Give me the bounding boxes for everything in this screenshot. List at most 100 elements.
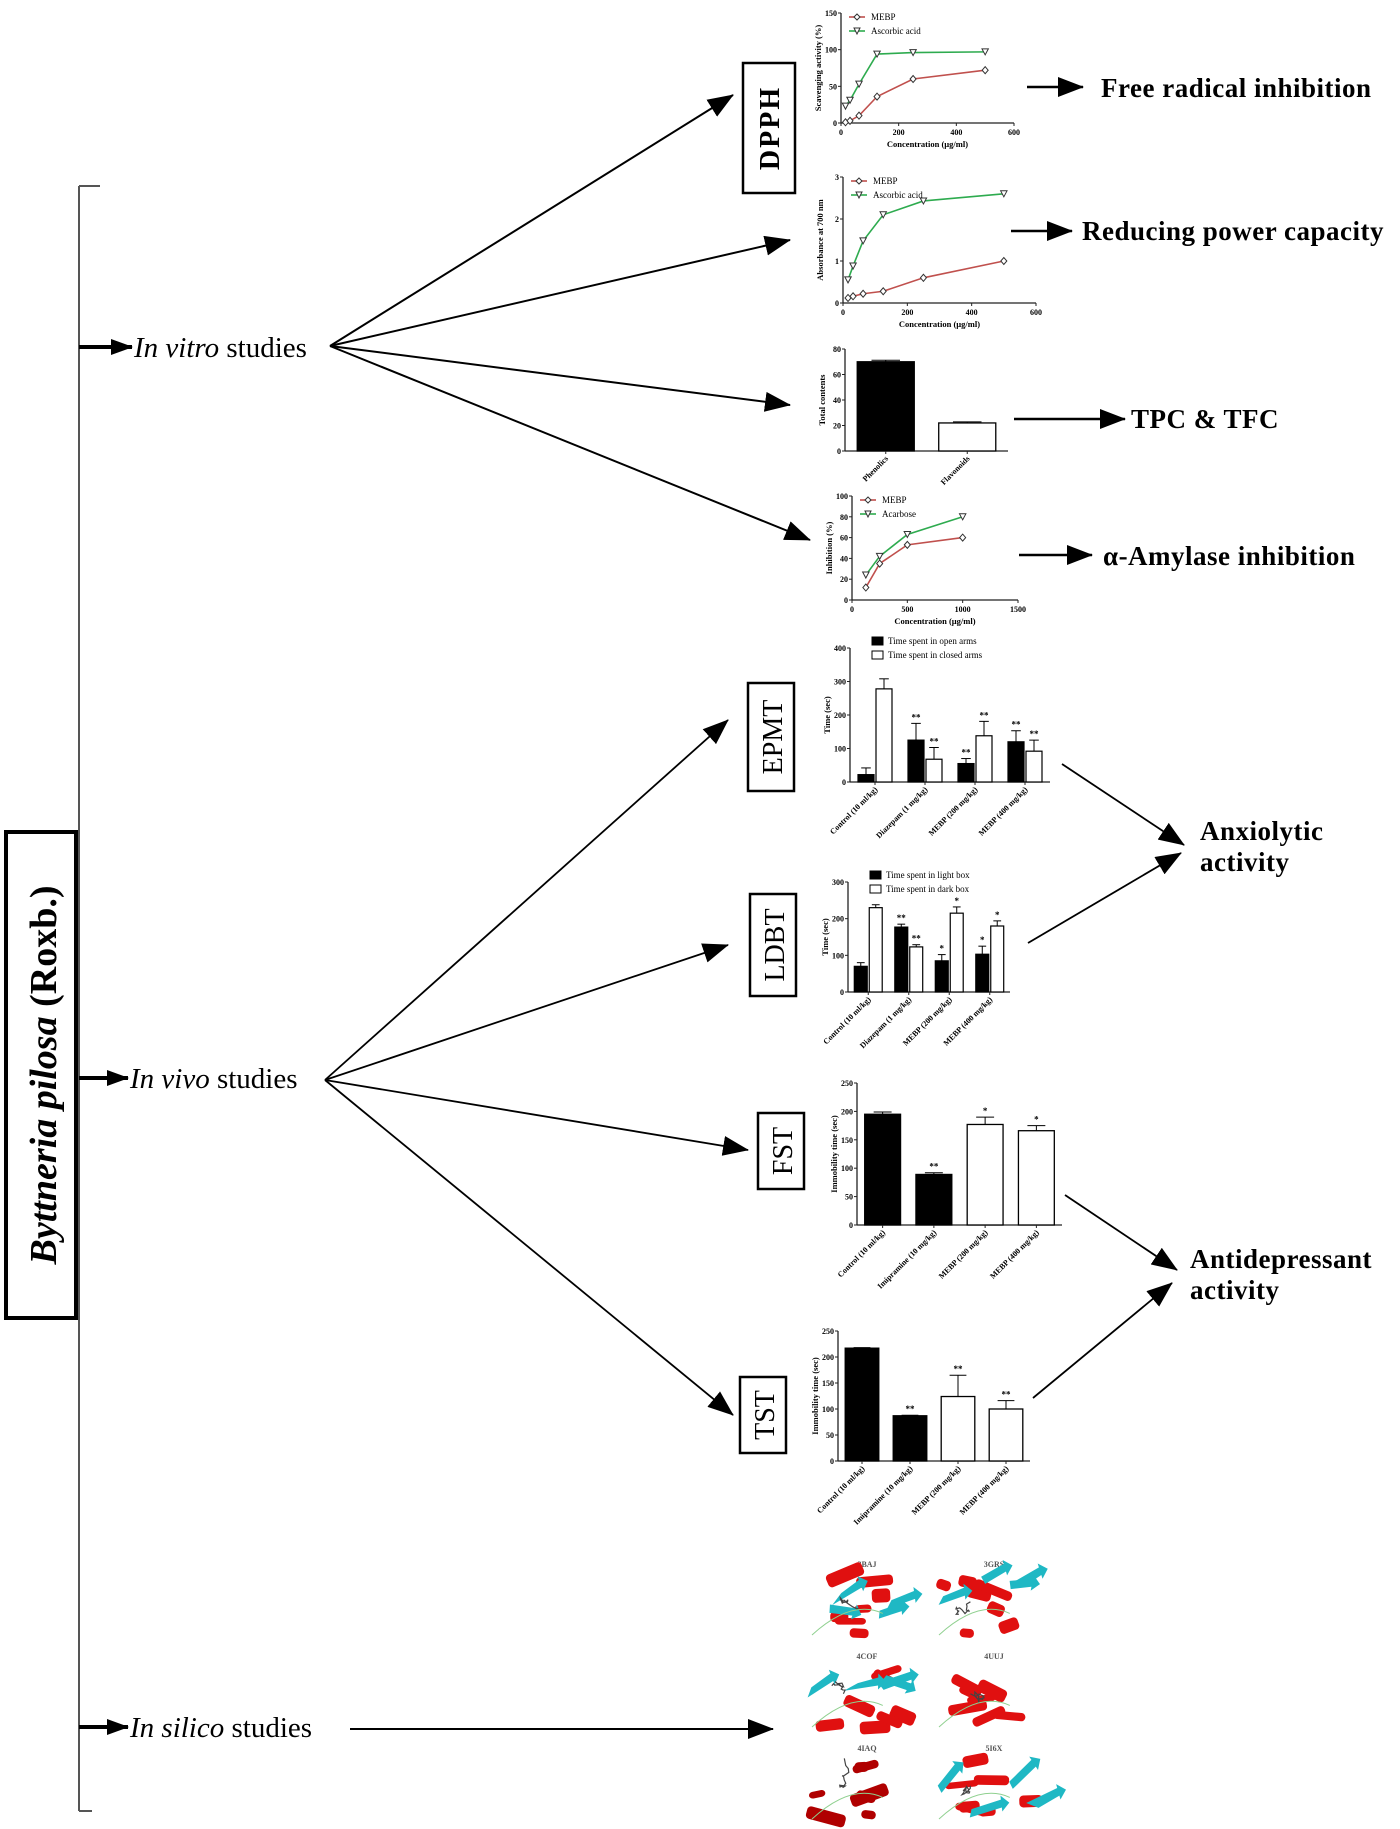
- y-tick-label: 400: [834, 644, 846, 653]
- y-tick-label: 0: [837, 447, 841, 456]
- data-point-mebp: [1000, 256, 1008, 266]
- bar: [940, 1395, 976, 1462]
- helix-shape: [876, 1711, 903, 1729]
- significance-marker: *: [940, 944, 945, 954]
- x-axis-label: Concentration (µg/ml): [899, 319, 980, 329]
- helix-shape: [998, 1617, 1020, 1634]
- x-tick-label: 0: [850, 605, 854, 614]
- main-bracket: [78, 185, 100, 1812]
- significance-marker: **: [912, 934, 922, 944]
- legend-swatch: [869, 870, 882, 880]
- legend-label: Time spent in light box: [886, 870, 970, 880]
- y-tick-label: 0: [840, 988, 844, 997]
- arrow-to-ldbt: [324, 943, 729, 1081]
- helix-shape: [861, 1810, 876, 1820]
- tst-box: TST: [738, 1375, 788, 1455]
- dpph-box: DPPH: [741, 61, 797, 195]
- bar-light: [975, 735, 993, 783]
- helix-shape: [889, 1705, 917, 1726]
- series-line-reference: [847, 193, 1004, 281]
- y-axis-label: Time (sec): [822, 696, 832, 734]
- bar-dark: [857, 774, 875, 783]
- arrow-to-epmt: [324, 719, 729, 1081]
- arrow-to-dpph: [329, 94, 734, 347]
- y-tick-label: 300: [832, 878, 844, 887]
- category-label: Control (10 ml/kg): [828, 785, 879, 836]
- bar-dark: [957, 762, 975, 783]
- bar-dark: [975, 953, 990, 993]
- legend-marker: [853, 13, 861, 21]
- data-point-mebp: [909, 74, 917, 84]
- data-point-mebp: [919, 273, 928, 283]
- y-tick-label: 60: [833, 371, 841, 380]
- y-tick-label: 200: [834, 711, 846, 720]
- legend-label: Acarbose: [882, 509, 916, 519]
- helix-shape: [959, 1628, 974, 1638]
- data-point-reference: [849, 262, 858, 271]
- helix-shape: [849, 1783, 889, 1807]
- category-label: MEBP (200 mg/kg): [937, 1228, 990, 1281]
- helix-shape: [962, 1752, 989, 1768]
- y-tick-label: 250: [822, 1327, 834, 1336]
- y-tick-label: 3: [835, 173, 839, 182]
- significance-marker: **: [980, 710, 990, 720]
- legend-swatch: [871, 636, 884, 646]
- significance-marker: *: [995, 910, 1000, 920]
- y-tick-label: 100: [841, 1164, 853, 1173]
- x-tick-label: 400: [966, 308, 978, 317]
- ldbt-box: LDBT: [748, 892, 798, 998]
- significance-marker: **: [1030, 729, 1040, 739]
- ldbt-label: LDBT: [760, 908, 791, 981]
- helix-shape: [815, 1718, 845, 1732]
- category-label: Phenolics: [861, 454, 890, 483]
- category-label: Control (10 ml/kg): [815, 1464, 866, 1515]
- helix-shape: [958, 1575, 977, 1589]
- y-tick-label: 0: [842, 778, 846, 787]
- significance-marker: **: [1012, 720, 1022, 730]
- y-tick-label: 300: [834, 678, 846, 687]
- bar: [988, 1408, 1024, 1462]
- legend-marker: [864, 496, 872, 504]
- legend-marker: [853, 27, 861, 36]
- x-tick-label: 600: [1030, 308, 1042, 317]
- y-tick-label: 40: [833, 396, 841, 405]
- amylase-label: α-Amylase inhibition: [1103, 541, 1355, 571]
- anxiolytic-label: Anxiolytic: [1200, 816, 1324, 846]
- data-point-reference: [919, 197, 928, 206]
- data-point-reference: [903, 530, 912, 539]
- data-point-mebp: [879, 286, 887, 296]
- data-point-mebp: [876, 559, 884, 568]
- y-axis-label: Scavenging activity (%): [813, 25, 823, 112]
- category-label: Control (10 ml/kg): [836, 1228, 887, 1279]
- y-tick-label: 150: [841, 1136, 853, 1145]
- significance-marker: *: [983, 1106, 988, 1116]
- helix-shape: [871, 1588, 891, 1603]
- significance-marker: **: [954, 1364, 964, 1374]
- y-tick-label: 150: [822, 1379, 834, 1388]
- legend-label: MEBP: [871, 12, 896, 22]
- data-point-mebp: [849, 292, 857, 301]
- y-axis-label: Inhibition (%): [824, 521, 834, 574]
- series-line-reference: [865, 516, 963, 576]
- helix-shape: [843, 1694, 876, 1718]
- ligand-shape: [839, 1595, 861, 1611]
- y-tick-label: 50: [826, 1431, 834, 1440]
- reducing-power-label: Reducing power capacity: [1082, 216, 1384, 246]
- docking-panel: 3BAJ: [811, 1560, 923, 1639]
- y-tick-label: 100: [822, 1405, 834, 1414]
- significance-marker: **: [912, 712, 922, 722]
- y-tick-label: 20: [840, 575, 848, 584]
- beta-sheet-shape: [881, 1675, 916, 1694]
- legend-marker: [864, 510, 872, 519]
- bar-light: [868, 907, 883, 993]
- ligand-shape: [955, 1601, 971, 1615]
- y-tick-label: 100: [834, 745, 846, 754]
- data-point-reference: [879, 211, 888, 219]
- bar: [892, 1415, 928, 1462]
- legend-swatch: [869, 884, 882, 894]
